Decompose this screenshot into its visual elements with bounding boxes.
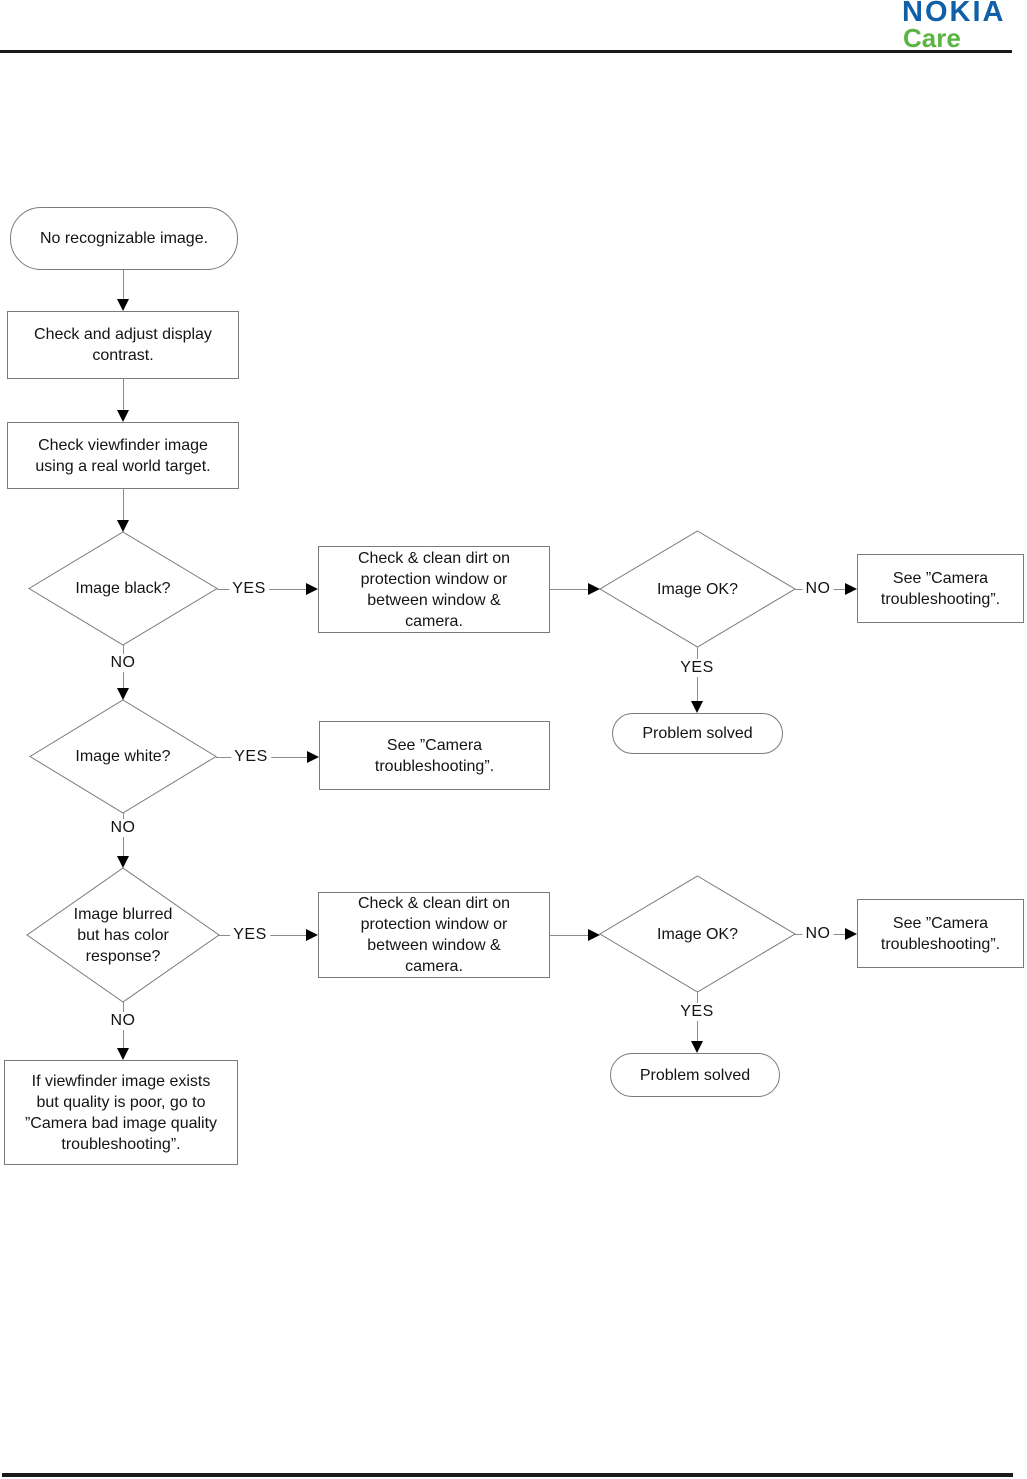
start-terminator: No recognizable image.	[10, 207, 238, 270]
arrowhead-contrast-to-viewfinder	[117, 410, 129, 422]
nokia-logo: NOKIA	[902, 0, 1006, 28]
edge-label-no-ok2: NO	[802, 925, 834, 943]
terminator-problem-solved-2: Problem solved	[610, 1053, 780, 1097]
connector-contrast-to-viewfinder	[123, 379, 124, 411]
arrowhead-ok2-yes-to-solved	[691, 1041, 703, 1053]
arrowhead-clean2-to-ok2	[588, 929, 600, 941]
arrowhead-clean1-to-ok1	[588, 583, 600, 595]
edge-label-yes-white: YES	[231, 748, 271, 766]
arrowhead-ok1-no-to-see1	[845, 583, 857, 595]
edge-label-no-2: NO	[107, 819, 139, 837]
edge-label-no-1: NO	[107, 654, 139, 672]
decision-image-black: Image black?	[75, 580, 171, 597]
edge-label-yes-ok1: YES	[677, 659, 717, 677]
connector-start-to-contrast	[123, 270, 124, 300]
arrowhead-ok1-yes-to-solved	[691, 701, 703, 713]
process-poor-quality: If viewfinder image exists but quality i…	[4, 1060, 238, 1165]
process-check-viewfinder: Check viewfinder image using a real worl…	[7, 422, 239, 489]
process-clean-dirt-1: Check & clean dirt on protection window …	[318, 546, 550, 633]
arrowhead-start-to-contrast	[117, 299, 129, 311]
edge-label-no-3: NO	[107, 1012, 139, 1030]
header-rule	[0, 50, 1012, 53]
arrowhead-black-yes-to-clean1	[306, 583, 318, 595]
connector-viewfinder-to-black	[123, 489, 124, 521]
care-logo: Care	[903, 23, 961, 53]
arrowhead-white-yes-to-see2	[307, 751, 319, 763]
process-clean-dirt-2: Check & clean dirt on protection window …	[318, 892, 550, 978]
arrowhead-viewfinder-to-black	[117, 520, 129, 532]
footer-rule	[2, 1473, 1013, 1477]
arrowhead-blurred-no-to-poor	[117, 1048, 129, 1060]
process-check-contrast: Check and adjust display contrast.	[7, 311, 239, 379]
decision-image-ok-1: Image OK?	[657, 580, 738, 598]
arrowhead-blurred-yes-to-clean2	[306, 929, 318, 941]
arrowhead-ok2-no-to-see3	[845, 928, 857, 940]
edge-label-yes-blurred: YES	[230, 926, 270, 944]
edge-label-yes-ok2: YES	[677, 1003, 717, 1021]
arrowhead-white-no-to-blurred	[117, 856, 129, 868]
edge-label-no-ok1: NO	[802, 580, 834, 598]
decision-image-white: Image white?	[75, 748, 171, 765]
decision-image-blurred: Image blurred but has color response?	[73, 905, 173, 965]
decision-image-ok-2: Image OK?	[657, 925, 738, 943]
terminator-problem-solved-1: Problem solved	[612, 713, 783, 754]
connector-clean2-to-ok2	[550, 935, 589, 936]
arrowhead-black-no-to-white	[117, 688, 129, 700]
process-see-camera-troubleshooting-1: See ”Camera troubleshooting”.	[857, 554, 1024, 623]
edge-label-yes-black: YES	[229, 580, 269, 598]
process-see-camera-troubleshooting-2: See ”Camera troubleshooting”.	[319, 721, 550, 790]
process-see-camera-troubleshooting-3: See ”Camera troubleshooting”.	[857, 899, 1024, 968]
connector-clean1-to-ok1	[550, 589, 589, 590]
